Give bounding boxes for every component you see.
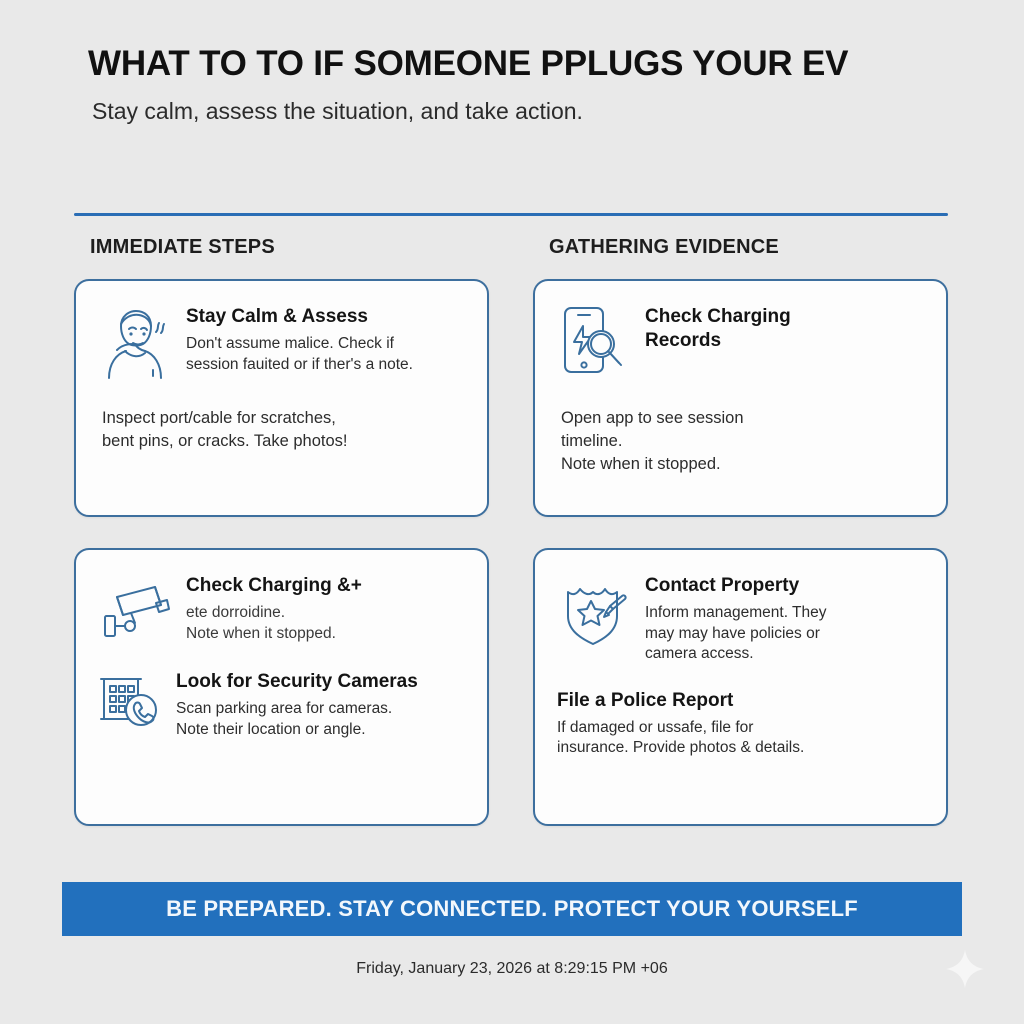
header: WHAT TO TO IF SOMEONE PPLUGS YOUR EV Sta… [88, 44, 968, 126]
footer-banner-text: BE PREPARED. STAY CONNECTED. PROTECT YOU… [166, 896, 858, 921]
security-camera-icon [98, 572, 172, 650]
sparkle-icon [944, 948, 986, 990]
card-note: Open app to see session timeline. Note w… [561, 409, 744, 473]
header-divider [74, 213, 948, 216]
card-title: Contact Property [645, 575, 800, 596]
block-text: Stay Calm & Assess Don't assume malice. … [186, 303, 465, 375]
card-stay-calm[interactable]: Stay Calm & Assess Don't assume malice. … [74, 279, 489, 517]
card-body: If damaged or ussafe, file for insurance… [557, 718, 805, 757]
card-body: Scan parking area for cameras. Note thei… [176, 699, 393, 738]
card-title: Check Charging Records [645, 306, 791, 351]
card-note: Inspect port/cable for scratches, bent p… [102, 409, 348, 450]
phone-charging-search-icon [557, 303, 631, 381]
block-text: Look for Security Cameras Scan parking a… [176, 668, 465, 740]
content-columns: IMMEDIATE STEPS [74, 236, 948, 826]
card-title: Look for Security Cameras [176, 671, 418, 692]
card-block: Stay Calm & Assess Don't assume malice. … [98, 303, 465, 381]
card-body: Don't assume malice. Check if session fa… [186, 334, 413, 373]
card-body: Inform management. They may may have pol… [645, 603, 827, 663]
card-cameras[interactable]: Check Charging &+ ete dorroidine. Note w… [74, 548, 489, 826]
card-block: Look for Security Cameras Scan parking a… [98, 668, 465, 740]
card-title: Stay Calm & Assess [186, 306, 369, 327]
card-charging-records[interactable]: Check Charging Records Open app to see s… [533, 279, 948, 517]
card-body: ete dorroidine. Note when it stopped. [186, 603, 336, 642]
card-block: Check Charging &+ ete dorroidine. Note w… [98, 572, 465, 650]
card-block: Contact Property Inform management. They… [557, 572, 924, 665]
card-block: Check Charging Records [557, 303, 924, 381]
block-text: File a Police Report If damaged or ussaf… [557, 683, 924, 759]
column-heading-left: IMMEDIATE STEPS [90, 236, 275, 258]
police-badge-pen-icon [557, 572, 631, 650]
card-title: File a Police Report [557, 689, 734, 711]
page-title: WHAT TO TO IF SOMEONE PPLUGS YOUR EV [88, 44, 849, 83]
block-text: Check Charging Records [645, 303, 924, 353]
card-contact-property[interactable]: Contact Property Inform management. They… [533, 548, 948, 826]
worried-person-icon [98, 303, 172, 381]
column-heading-right: GATHERING EVIDENCE [549, 236, 779, 258]
column-immediate-steps: IMMEDIATE STEPS [74, 236, 489, 826]
footer-banner: BE PREPARED. STAY CONNECTED. PROTECT YOU… [62, 882, 962, 936]
card-block: File a Police Report If damaged or ussaf… [557, 683, 924, 759]
page-subtitle: Stay calm, assess the situation, and tak… [92, 98, 583, 125]
footer-timestamp: Friday, January 23, 2026 at 8:29:15 PM +… [356, 960, 668, 977]
block-text: Contact Property Inform management. They… [645, 572, 924, 665]
block-text: Check Charging &+ ete dorroidine. Note w… [186, 572, 465, 644]
column-gathering-evidence: GATHERING EVIDENCE [533, 236, 948, 826]
card-title: Check Charging &+ [186, 575, 362, 596]
building-phone-icon [98, 668, 162, 732]
